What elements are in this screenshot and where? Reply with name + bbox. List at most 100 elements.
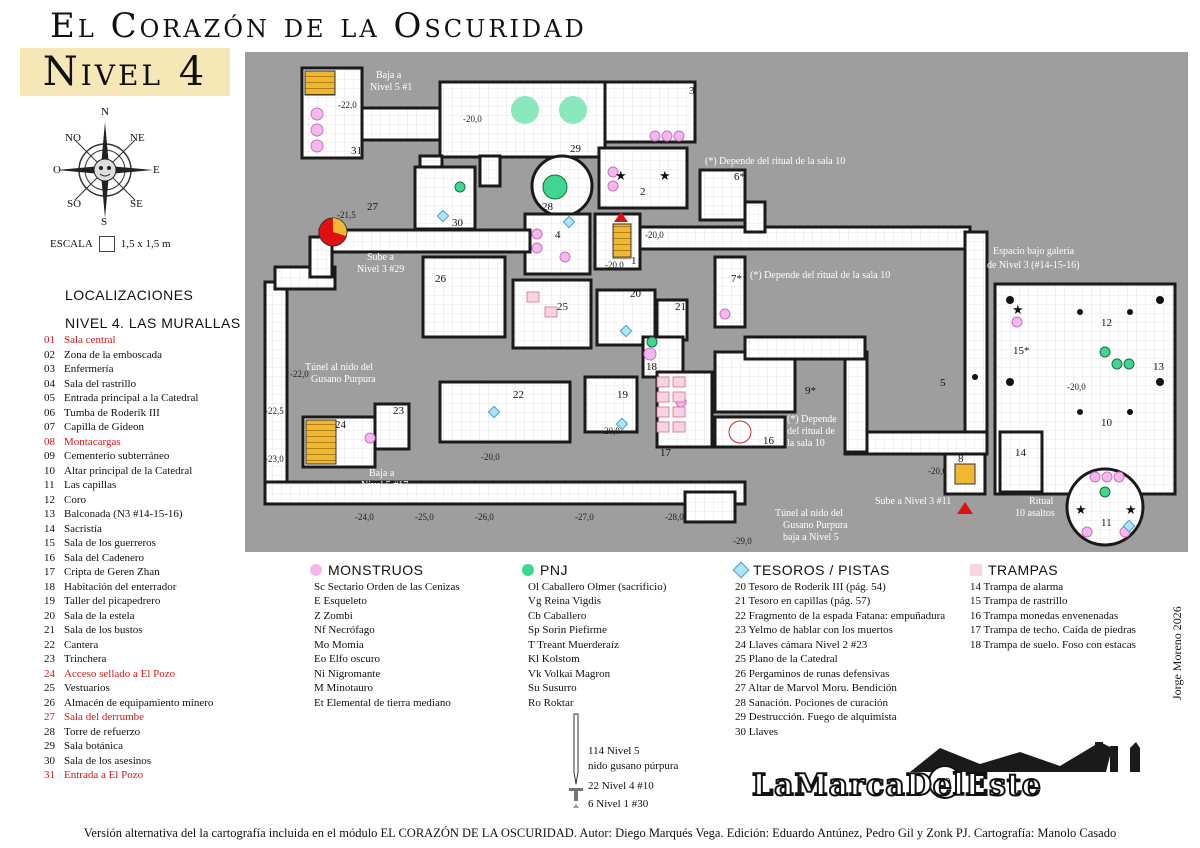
elev-a: -20,0 — [463, 114, 482, 124]
location-number: 30 — [44, 754, 55, 767]
room-label-24: 24 — [335, 419, 347, 431]
location-number: 12 — [44, 493, 55, 506]
room-label-28: 28 — [542, 201, 554, 213]
location-item: 10 Altar principal de la Catedral — [44, 464, 213, 479]
trampas-item: 17 Trampa de techo. Caída de piedras — [970, 624, 1136, 636]
elev-r: -20,0 — [645, 230, 664, 240]
label-espacio-a: Espacio bajo galería — [993, 246, 1075, 257]
location-label: Cantera — [64, 638, 99, 651]
location-number: 16 — [44, 551, 55, 564]
compass-o: O — [53, 164, 61, 176]
monstruos-item: Nf Necrófago — [314, 624, 375, 636]
location-number: 14 — [44, 522, 55, 535]
room-label-19: 19 — [617, 389, 629, 401]
room-label-29: 29 — [570, 143, 582, 155]
tesoros-item: 29 Destrucción. Fuego de alquimista — [735, 711, 897, 723]
sword-scale-icon — [569, 713, 583, 808]
monstruos-item: Et Elemental de tierra mediano — [314, 696, 451, 709]
label-depende-1: (*) Depende del ritual de la sala 10 — [705, 156, 845, 167]
label-espacio-b: de Nivel 3 (#14-15-16) — [987, 260, 1079, 271]
tesoros-title: TESOROS / PISTAS — [753, 562, 890, 578]
location-number: 01 — [44, 334, 55, 346]
location-number: 10 — [44, 464, 55, 477]
label-tunel-izq-b: Gusano Purpura — [311, 374, 376, 385]
pnj-item: Cb Caballero — [528, 609, 587, 622]
label-ritual-b: 10 asaltos — [1015, 508, 1055, 519]
monstruos-item: Mo Momia — [314, 638, 364, 651]
location-label: Sala de los asesinos — [64, 754, 152, 767]
tesoros-item: 24 Llaves cámara Nivel 2 #23 — [735, 638, 868, 651]
tesoros-item: 27 Altar de Marvol Moru. Bendición — [735, 682, 897, 694]
scale-square — [98, 236, 115, 252]
label-baja5-17-b: Nivel 5 #17 — [361, 480, 408, 491]
room-label-27: 27 — [367, 201, 379, 213]
scale-ref-mid: 22 Nivel 4 #10 — [588, 780, 654, 792]
room-23 — [373, 402, 411, 451]
room-label-18: 18 — [646, 361, 658, 373]
monstruos-item: M Minotauro — [314, 682, 373, 694]
label-baja5-1-a: Baja a — [376, 70, 402, 81]
scale-legend: ESCALA 1,5 x 1,5 m — [50, 236, 171, 252]
location-label: Balconada (N3 #14-15-16) — [64, 508, 183, 520]
level-label: Nivel 4 — [42, 49, 208, 95]
map-canvas: ★★ ★★★ 31 29 3 2 6* 30 28 27 4 1 20 21 7… — [263, 66, 1177, 547]
compass-ne: NE — [130, 132, 145, 144]
level-banner: Nivel 4 — [20, 48, 230, 96]
room-label-22: 22 — [513, 389, 524, 401]
room-5 — [963, 230, 989, 434]
location-label: Sala botánica — [64, 740, 123, 752]
pnj-item: Ro Roktar — [528, 696, 574, 709]
room-label-2: 2 — [640, 186, 646, 198]
location-number: 11 — [44, 479, 55, 491]
compass-e: E — [153, 164, 160, 176]
location-number: 05 — [44, 392, 55, 404]
room-label-31: 31 — [351, 145, 362, 157]
brand-logo: 20 — [910, 742, 1140, 799]
scale-ref-worm-a: 114 Nivel 5 — [588, 745, 640, 757]
location-label: Tumba de Roderik III — [64, 406, 160, 419]
label-baja5-17-a: Baja a — [369, 468, 395, 479]
location-label: Zona de la emboscada — [64, 348, 163, 361]
pnj-item: Vg Reina Vigdis — [528, 595, 602, 607]
footer-credit: Versión alternativa del la cartografía i… — [83, 826, 1117, 840]
pnj-item: Vk Volkai Magron — [528, 667, 611, 680]
location-label: Sala del derrumbe — [64, 711, 145, 723]
room-label-1: 1 — [631, 255, 637, 267]
location-label: Sala de los bustos — [64, 624, 143, 636]
location-label: Altar principal de la Catedral — [64, 464, 193, 477]
label-sube3-11: Sube a Nivel 3 #11 — [875, 496, 951, 507]
tesoros-list: 20 Tesoro de Roderik III (pág. 54)21 Tes… — [735, 580, 945, 740]
pnj-item: T Treant Muerderaíz — [528, 638, 619, 651]
label-tunel-der-b: Gusano Purpura — [783, 520, 848, 531]
compass-no: NO — [65, 132, 81, 144]
label-sube3-29-a: Sube a — [367, 252, 395, 263]
location-label: Entrada a El Pozo — [64, 769, 144, 781]
location-label: Capilla de Gideon — [64, 421, 145, 433]
location-label: Sala de la estela — [64, 609, 135, 622]
monstruos-item: Z Zombi — [314, 609, 353, 622]
location-label: Sala del Cadenero — [64, 551, 145, 564]
room-label-3: 3 — [689, 85, 695, 97]
trampas-item: 18 Trampa de suelo. Foso con estacas — [970, 638, 1136, 651]
elev-g: -24,0 — [355, 512, 374, 522]
location-number: 03 — [44, 363, 55, 375]
location-number: 19 — [44, 595, 55, 607]
location-label: Habitación del enterrador — [64, 580, 177, 593]
room-14 — [998, 430, 1044, 494]
room-label-26: 26 — [435, 273, 447, 285]
trampas-item: 15 Trampa de rastrillo — [970, 595, 1068, 607]
label-tunel-izq-a: Túnel al nido del — [305, 362, 373, 373]
tesoros-item: 30 Llaves — [735, 725, 779, 738]
location-label: Enfermería — [64, 363, 114, 375]
map-title: El Corazón de la Oscuridad — [50, 6, 587, 46]
